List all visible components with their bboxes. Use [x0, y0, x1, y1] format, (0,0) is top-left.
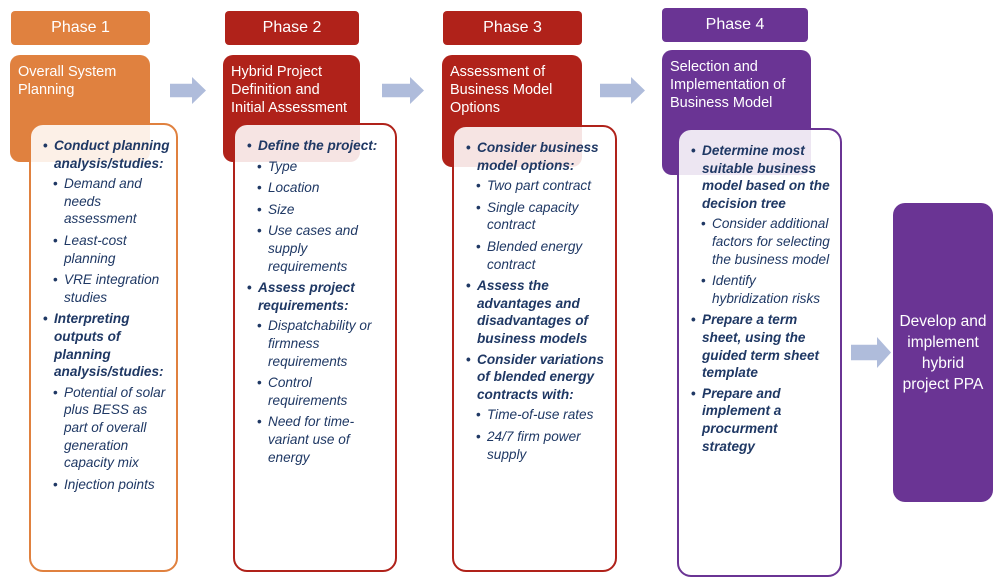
- sub-bullet: Control requirements: [257, 374, 389, 409]
- sub-bullet: Blended energy contract: [476, 238, 609, 273]
- main-bullet: Prepare and implement a procurment strat…: [691, 385, 834, 455]
- main-bullet: Consider business model options:: [466, 139, 609, 174]
- sub-bullet: Injection points: [53, 476, 170, 494]
- sub-bullet: Identify hybridization risks: [701, 272, 834, 307]
- sub-bullet: Two part contract: [476, 177, 609, 195]
- phase-3-content: Consider business model options: Two part…: [452, 125, 617, 572]
- sub-bullet: Size: [257, 201, 389, 219]
- main-bullet: Define the project:: [247, 137, 389, 155]
- sub-bullet: Time-of-use rates: [476, 406, 609, 424]
- sub-bullet: Single capacity contract: [476, 199, 609, 234]
- right-arrow-icon: [382, 77, 424, 104]
- right-arrow-icon: [600, 77, 645, 104]
- right-arrow-icon: [851, 337, 891, 368]
- phase-4-content: Determine most suitable business model b…: [677, 128, 842, 577]
- main-bullet: Interpreting outputs of planning analysi…: [43, 310, 170, 380]
- sub-bullet: 24/7 firm power supply: [476, 428, 609, 463]
- phase-2-header: Phase 2: [225, 11, 359, 45]
- final-step-box: Develop and implement hybrid project PPA: [893, 203, 993, 502]
- sub-bullet: Potential of solar plus BESS as part of …: [53, 384, 170, 472]
- sub-bullet: Demand and needs assessment: [53, 175, 170, 228]
- main-bullet: Assess project requirements:: [247, 279, 389, 314]
- final-step-label: Develop and implement hybrid project PPA: [899, 312, 987, 393]
- sub-bullet: Dispatchability or firmness requirements: [257, 317, 389, 370]
- sub-bullet: Type: [257, 158, 389, 176]
- phase-4-header: Phase 4: [662, 8, 808, 42]
- phase-2-content: Define the project: TypeLocationSizeUse c…: [233, 123, 397, 572]
- main-bullet: Prepare a term sheet, using the guided t…: [691, 311, 834, 381]
- phase-1-content: Conduct planning analysis/studies:Demand…: [29, 123, 178, 572]
- sub-bullet: Need for time-variant use of energy: [257, 413, 389, 466]
- main-bullet: Determine most suitable business model b…: [691, 142, 834, 212]
- sub-bullet: Location: [257, 179, 389, 197]
- sub-bullet: Consider additional factors for selectin…: [701, 215, 834, 268]
- sub-bullet: Use cases and supply requirements: [257, 222, 389, 275]
- main-bullet: Conduct planning analysis/studies:: [43, 137, 170, 172]
- phase-3-header: Phase 3: [443, 11, 582, 45]
- right-arrow-icon: [170, 77, 206, 104]
- phase-1-header: Phase 1: [11, 11, 150, 45]
- sub-bullet: Least-cost planning: [53, 232, 170, 267]
- main-bullet: Assess the advantages and disadvantages …: [466, 277, 609, 347]
- sub-bullet: VRE integration studies: [53, 271, 170, 306]
- main-bullet: Consider variations of blended energy co…: [466, 351, 609, 404]
